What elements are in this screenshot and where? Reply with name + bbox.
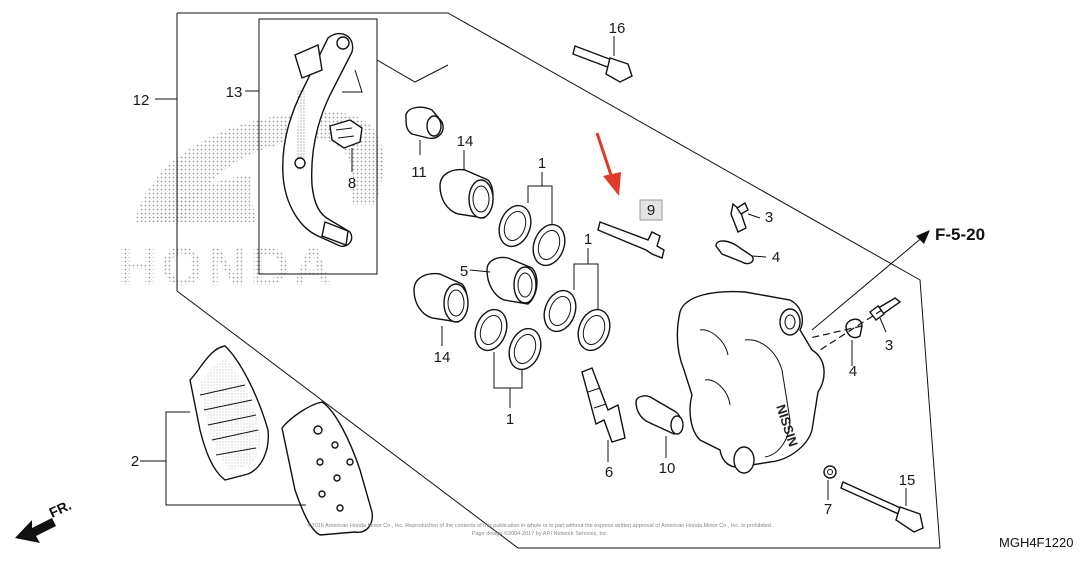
- part-3-bleeder-top: [730, 201, 749, 233]
- part-11-dust-seal: [405, 106, 444, 139]
- copyright-line-1: ©2016 American Honda Motor Co., Inc. Rep…: [308, 522, 773, 529]
- part-10-pin-bolt: [635, 395, 684, 435]
- watermark-text: HONDA: [118, 237, 336, 297]
- direction-label: FR.: [47, 497, 74, 521]
- callout-16: 16: [609, 20, 626, 37]
- callout-14-bottom: 14: [434, 349, 451, 366]
- callout-1-bottom: 1: [506, 411, 514, 428]
- part-4-bracket-top: [715, 240, 754, 265]
- front-arrow-icon: [15, 518, 56, 543]
- part-9-highlight-box: [639, 199, 663, 221]
- part-14-piston-lower: [413, 272, 469, 323]
- callout-2: 2: [131, 453, 139, 470]
- callout-4-bottom: 4: [849, 363, 857, 380]
- assembly-outline: [176, 12, 941, 549]
- red-pointer-arrow: [595, 132, 621, 196]
- callout-3-top: 3: [765, 209, 773, 226]
- callout-10: 10: [659, 460, 676, 477]
- caliper-body: NISSIN: [676, 290, 825, 474]
- leader-lines: [140, 36, 930, 506]
- callout-14-top: 14: [457, 133, 474, 150]
- callout-4-top: 4: [772, 249, 780, 266]
- callout-11: 11: [411, 164, 427, 181]
- callout-3-bottom: 3: [885, 337, 893, 354]
- part-9-pad-pin: [597, 221, 665, 259]
- callout-13: 13: [226, 84, 243, 101]
- part-3-bleeder-bottom: [869, 297, 902, 321]
- part-14-piston-upper: [439, 168, 494, 219]
- part-5-piston: [486, 256, 538, 305]
- diagram-code: MGH4F1220: [999, 535, 1073, 550]
- part-8-pad-spring: [329, 119, 363, 149]
- part-15-long-pin: [840, 481, 924, 533]
- honda-watermark: HONDA: [118, 111, 384, 297]
- callout-6: 6: [605, 464, 613, 481]
- callout-labels: 1 1 1 2 3 3 4 4 5 6 7 8 9 10 11 12 13 14…: [131, 20, 916, 518]
- callout-15: 15: [899, 472, 916, 489]
- copyright-line-2: Page design ©2004-2017 by ARI Network Se…: [472, 530, 609, 537]
- part-2-brake-pads: [189, 345, 373, 536]
- callout-12: 12: [133, 92, 150, 109]
- part-6-pad-retainer: [581, 367, 626, 443]
- part-1-seal-rings: [474, 204, 611, 371]
- part-16-bolt: [572, 45, 633, 83]
- callout-9: 9: [647, 202, 655, 219]
- callout-5: 5: [460, 263, 468, 280]
- bracket-outline: [258, 18, 378, 275]
- part-7-washer: [823, 465, 837, 479]
- callout-1-top: 1: [538, 155, 546, 172]
- callout-8: 8: [348, 175, 356, 192]
- front-direction-indicator: FR.: [15, 497, 74, 543]
- caliper-bracket: [282, 33, 363, 247]
- callout-7: 7: [824, 501, 832, 518]
- callout-1-right: 1: [584, 231, 592, 248]
- reference-label[interactable]: F-5-20: [935, 225, 985, 244]
